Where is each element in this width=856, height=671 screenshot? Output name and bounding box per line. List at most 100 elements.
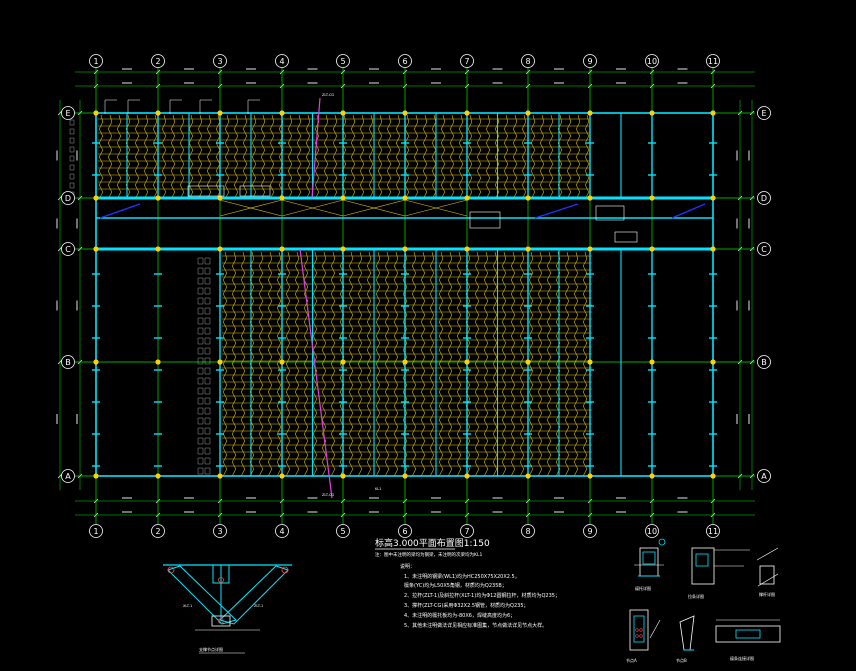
sag-rod-line (476, 114, 482, 200)
column-node (155, 110, 161, 116)
label-box (197, 337, 204, 345)
note-line-5: 4、未注明的檩托板均为-80X6，焊缝高度均为6； (404, 612, 515, 619)
axis-bubble-label: 5 (340, 57, 345, 66)
sag-rod-line (242, 114, 248, 200)
column-axis-bubble-top-6: 6 (398, 54, 412, 68)
sag-rod-line (564, 251, 570, 477)
sag-rod-line (179, 114, 185, 200)
column-node (340, 473, 346, 479)
column-node (587, 195, 593, 201)
sag-rod-line (197, 114, 203, 200)
label-box (197, 267, 204, 275)
label-box (197, 307, 204, 315)
axis-bubble-label: 1 (93, 527, 98, 536)
label-box (197, 277, 204, 285)
label-box (204, 277, 211, 285)
axis-bubble-circle (460, 54, 474, 68)
column-node (649, 195, 655, 201)
label-box (197, 367, 204, 375)
sag-rod-line (357, 251, 363, 477)
axis-bubble-label: 3 (217, 527, 222, 536)
axis-bubble-circle (757, 106, 771, 120)
column-axis-bubble-bottom-3: 3 (213, 524, 227, 538)
column-node (464, 195, 470, 201)
column-node (279, 473, 285, 479)
axis-bubble-circle (521, 54, 535, 68)
column-node (217, 110, 223, 116)
sag-rod-line (375, 251, 381, 477)
label-box (197, 417, 204, 425)
label-box (204, 357, 211, 365)
axis-bubble-label: 1 (93, 57, 98, 66)
column-axis-bubble-top-2: 2 (151, 54, 165, 68)
sag-rod-line (294, 251, 300, 477)
sag-rod-line (233, 114, 239, 200)
column-node (402, 359, 408, 365)
sag-rod-line (429, 251, 435, 477)
axis-bubble-circle (460, 524, 474, 538)
column-axis-bubble-bottom-10: 10 (645, 524, 659, 538)
axis-bubble-label: 2 (155, 57, 160, 66)
roof-deck-purlins (98, 114, 592, 477)
column-node (464, 110, 470, 116)
deck-zone-1 (98, 114, 590, 200)
axis-bubble-label: 10 (647, 57, 657, 66)
sag-rod-line (359, 114, 365, 200)
column-axis-bubble-top-10: 10 (645, 54, 659, 68)
label-box (197, 437, 204, 445)
axis-bubble-label: A (761, 472, 767, 481)
label-box (204, 447, 211, 455)
axis-bubble-circle (336, 524, 350, 538)
axis-bubble-circle (213, 54, 227, 68)
axis-bubble-label: 11 (708, 527, 718, 536)
label-box (204, 327, 211, 335)
sag-rod-line (305, 114, 311, 200)
axis-bubble-circle (61, 355, 75, 369)
column-node (710, 246, 716, 252)
sag-rod-line (483, 251, 489, 477)
tie-rod-upper (311, 97, 321, 199)
column-axis-bubble-top-11: 11 (706, 54, 720, 68)
steel-beams (92, 97, 717, 499)
axis-bubble-circle (757, 191, 771, 205)
label-box (204, 427, 211, 435)
detail-4-title: 节点A (626, 657, 637, 663)
detail-5: 节点B (676, 615, 695, 663)
label-box (197, 387, 204, 395)
axis-bubble-label: 4 (279, 527, 284, 536)
column-node (217, 359, 223, 365)
row-axis-bubble-left-E: E (61, 106, 75, 120)
strip-detail-box (469, 211, 501, 229)
strip-detail-box (595, 205, 625, 221)
row-axis-bubble-right-C: C (757, 242, 771, 256)
column-node (279, 359, 285, 365)
sag-rod-line (422, 114, 428, 200)
column-axis-bubble-top-8: 8 (521, 54, 535, 68)
column-node (710, 359, 716, 365)
sag-rod-line (431, 114, 437, 200)
sag-rod-line (566, 114, 572, 200)
column-axis-bubble-bottom-2: 2 (151, 524, 165, 538)
detail-right-tag: ZLT-1 (254, 604, 263, 608)
label-box (204, 387, 211, 395)
label-box (204, 267, 211, 275)
label-box (204, 317, 211, 325)
row-axis-bubble-right-D: D (757, 191, 771, 205)
detail-4: 节点A (626, 609, 661, 663)
column-node (340, 195, 346, 201)
axis-bubble-circle (757, 469, 771, 483)
axis-bubble-label: 8 (525, 527, 530, 536)
deck-zone-2 (222, 251, 592, 477)
column-node (93, 195, 99, 201)
label-box (197, 357, 204, 365)
label-box (204, 467, 211, 475)
sag-rod-line (285, 251, 291, 477)
axis-bubble-circle (583, 524, 597, 538)
axis-bubble-circle (336, 54, 350, 68)
strip-cross-brace (219, 199, 283, 217)
axis-bubble-circle (645, 524, 659, 538)
sag-rod-line (231, 251, 237, 477)
